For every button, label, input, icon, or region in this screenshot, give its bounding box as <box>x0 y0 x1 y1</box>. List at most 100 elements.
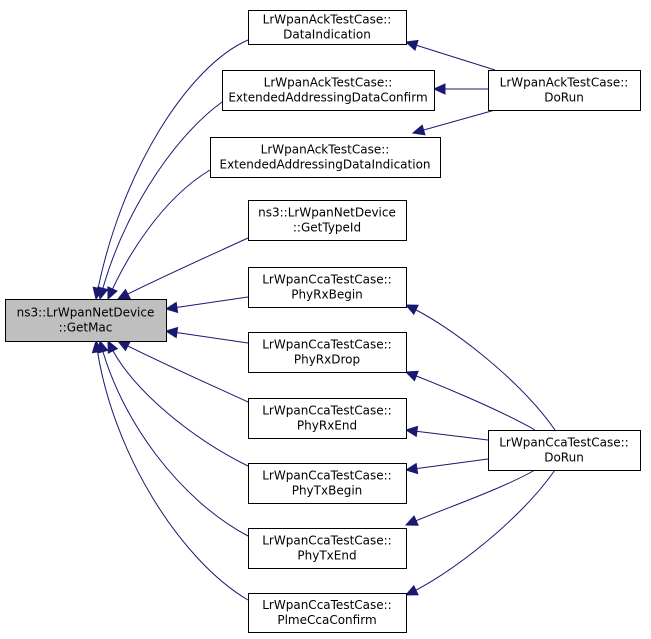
edge-line <box>405 304 556 431</box>
edge-line <box>95 39 249 300</box>
edge-line <box>405 429 489 441</box>
node-cca-tx-end[interactable]: LrWpanCcaTestCase::PhyTxEnd <box>248 528 407 569</box>
node-cca-tx-begin[interactable]: LrWpanCcaTestCase::PhyTxBegin <box>248 463 407 504</box>
node-label-line: DoRun <box>544 451 584 465</box>
node-box <box>248 528 407 569</box>
node-label-line: LrWpanCcaTestCase:: <box>262 273 391 287</box>
node-label-line: ns3::LrWpanNetDevice <box>17 306 155 320</box>
arrowhead <box>404 584 419 596</box>
node-label-line: LrWpanCcaTestCase:: <box>262 534 391 548</box>
node-label-line: LrWpanAckTestCase:: <box>500 76 629 90</box>
node-ack-dorun[interactable]: LrWpanAckTestCase::DoRun <box>488 70 641 111</box>
node-label-line: DoRun <box>544 91 584 105</box>
edge-line <box>405 371 536 431</box>
edge-line <box>95 340 249 601</box>
node-label-line: PhyTxEnd <box>297 549 356 563</box>
node-box <box>248 463 407 504</box>
arrowhead <box>404 425 419 438</box>
edge-cca_rx_begin-to-getmac <box>164 296 249 314</box>
edge-ack_dorun-to-ack_data_ind <box>404 39 496 71</box>
edge-cca_plme_confirm-to-getmac <box>91 339 249 601</box>
edge-cca_dorun-to-cca_tx_end <box>404 469 536 526</box>
node-label-line: LrWpanAckTestCase:: <box>261 143 390 157</box>
node-ack-ext-confirm[interactable]: LrWpanAckTestCase::ExtendedAddressingDat… <box>222 70 435 111</box>
node-get-type-id[interactable]: ns3::LrWpanNetDevice::GetTypeId <box>248 200 407 241</box>
arrowhead <box>164 326 179 339</box>
edge-cca_tx_end-to-getmac <box>97 339 249 537</box>
edge-line <box>405 458 489 471</box>
node-box <box>488 430 641 471</box>
edge-line <box>107 169 211 300</box>
arrowhead <box>164 301 179 314</box>
edge-line <box>165 330 249 344</box>
node-ack-data-ind[interactable]: LrWpanAckTestCase::DataIndication <box>248 10 407 45</box>
node-getmac: ns3::LrWpanNetDevice::GetMac <box>5 299 167 342</box>
edge-line <box>99 340 249 537</box>
arrowhead <box>411 124 426 136</box>
edge-line <box>117 237 249 300</box>
node-label-line: LrWpanCcaTestCase:: <box>262 469 391 483</box>
node-box <box>248 200 407 241</box>
edge-ack_dorun-to-ack_ext_confirm <box>432 83 488 95</box>
node-cca-rx-drop[interactable]: LrWpanCcaTestCase::PhyRxDrop <box>248 332 407 373</box>
edge-ack_dorun-to-ack_ext_ind <box>411 109 496 136</box>
edge-ack_ext_ind-to-getmac <box>107 169 211 301</box>
arrowhead <box>404 304 419 316</box>
node-label-line: PhyRxEnd <box>297 419 357 433</box>
node-box <box>222 70 435 111</box>
edge-cca_dorun-to-cca_rx_begin <box>404 304 556 431</box>
arrowhead <box>107 339 119 354</box>
arrowhead <box>404 370 419 382</box>
edge-cca_tx_begin-to-getmac <box>107 339 249 467</box>
node-label-line: ::GetTypeId <box>293 221 361 235</box>
node-label-line: LrWpanCcaTestCase:: <box>499 436 628 450</box>
node-box <box>248 332 407 373</box>
node-box <box>248 10 407 45</box>
edge-cca_dorun-to-cca_plme_confirm <box>404 469 556 596</box>
node-label-line: ExtendedAddressingDataIndication <box>219 158 430 172</box>
node-label-line: DataIndication <box>283 28 371 42</box>
edge-line <box>117 340 249 403</box>
node-box <box>210 137 441 178</box>
node-label-line: ns3::LrWpanNetDevice <box>258 206 396 220</box>
arrowhead <box>116 340 131 352</box>
arrowhead <box>404 462 419 475</box>
edge-line <box>405 469 556 596</box>
node-label-line: ::GetMac <box>59 321 113 335</box>
node-label-line: LrWpanCcaTestCase:: <box>262 338 391 352</box>
node-label-line: LrWpanCcaTestCase:: <box>262 598 391 612</box>
node-box <box>488 70 641 111</box>
node-cca-rx-end[interactable]: LrWpanCcaTestCase::PhyRxEnd <box>248 398 407 439</box>
edge-cca_dorun-to-cca_rx_drop <box>404 370 536 431</box>
edges-layer <box>91 39 556 601</box>
edge-line <box>405 469 536 526</box>
node-box <box>248 267 407 308</box>
arrowhead <box>404 515 419 526</box>
edge-get_type_id-to-getmac <box>116 237 249 300</box>
node-cca-rx-begin[interactable]: LrWpanCcaTestCase::PhyRxBegin <box>248 267 407 308</box>
node-box <box>248 593 407 633</box>
arrowhead <box>432 83 446 95</box>
edge-cca_rx_drop-to-getmac <box>164 326 249 344</box>
edge-cca_rx_end-to-getmac <box>116 340 249 403</box>
edge-cca_dorun-to-cca_tx_begin <box>404 458 489 475</box>
node-label-line: LrWpanAckTestCase:: <box>264 76 393 90</box>
node-cca-plme-confirm[interactable]: LrWpanCcaTestCase::PlmeCcaConfirm <box>248 593 407 633</box>
arrowhead <box>116 288 131 300</box>
edge-line <box>405 41 496 71</box>
arrowhead <box>91 339 104 354</box>
arrowhead <box>107 286 118 301</box>
node-ack-ext-ind[interactable]: LrWpanAckTestCase::ExtendedAddressingDat… <box>210 137 441 178</box>
node-label-line: PhyRxDrop <box>294 353 360 367</box>
node-label-line: PlmeCcaConfirm <box>277 613 376 627</box>
node-label-line: LrWpanCcaTestCase:: <box>262 404 391 418</box>
edge-line <box>165 296 249 310</box>
edge-line <box>99 101 223 300</box>
edge-line <box>412 109 496 134</box>
node-label-line: PhyRxBegin <box>291 288 363 302</box>
node-label-line: PhyTxBegin <box>292 484 363 498</box>
node-cca-dorun[interactable]: LrWpanCcaTestCase::DoRun <box>488 430 641 471</box>
node-box <box>5 299 167 342</box>
node-label-line: ExtendedAddressingDataConfirm <box>228 91 427 105</box>
